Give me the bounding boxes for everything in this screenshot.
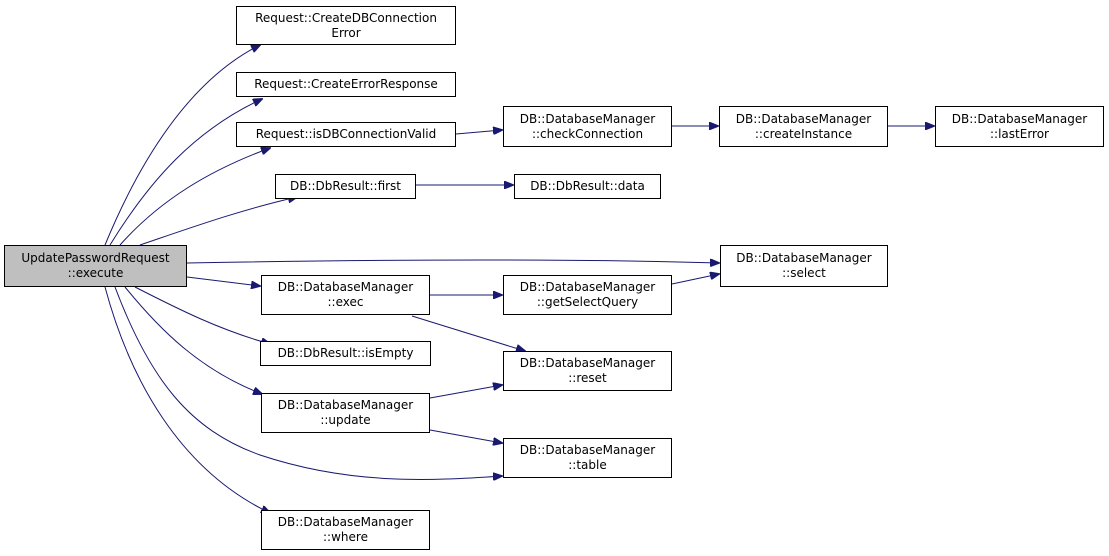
node-label-line1: DB::DbResult::first: [289, 179, 402, 193]
node-databasemanager-reset[interactable]: DB::DatabaseManager ::reset: [503, 351, 672, 391]
edge-execute-to-update: [124, 286, 262, 394]
node-label-line1: Request::CreateDBConnection: [255, 10, 437, 25]
node-label-line1: Request::isDBConnectionValid: [255, 127, 437, 141]
edge-exec-to-reset: [411, 315, 525, 351]
node-databasemanager-where[interactable]: DB::DatabaseManager ::where: [261, 510, 430, 550]
node-label-line1: DB::DbResult::isEmpty: [277, 346, 414, 360]
node-label-line2: ::where: [323, 530, 368, 544]
node-request-createdbconnectionerror[interactable]: Request::CreateDBConnection Error: [236, 6, 456, 45]
node-databasemanager-table[interactable]: DB::DatabaseManager ::table: [503, 438, 672, 478]
node-label-line1: DB::DatabaseManager: [519, 280, 656, 294]
node-dbresult-isempty[interactable]: DB::DbResult::isEmpty: [260, 341, 431, 366]
node-label-line1: Request::CreateErrorResponse: [254, 77, 438, 91]
edge-execute-to-isempty: [134, 286, 270, 344]
node-request-isdbconnectionvalid[interactable]: Request::isDBConnectionValid: [236, 122, 456, 147]
node-updatepasswordrequest-execute[interactable]: UpdatePasswordRequest ::execute: [4, 245, 187, 287]
edge-execute-to-createdbconnectionerror: [104, 45, 260, 246]
node-databasemanager-exec[interactable]: DB::DatabaseManager ::exec: [261, 275, 430, 315]
node-label-line1: DB::DatabaseManager: [277, 398, 414, 412]
edge-execute-to-exec: [186, 276, 260, 286]
node-label-line2: ::table: [568, 458, 607, 472]
node-label-line1: DB::DatabaseManager: [519, 111, 656, 126]
node-dbresult-first[interactable]: DB::DbResult::first: [275, 174, 416, 199]
edge-isdbconnectionvalid-to-checkconnection: [455, 130, 502, 134]
node-label-line1: DB::DatabaseManager: [519, 356, 656, 370]
node-databasemanager-getselectquery[interactable]: DB::DatabaseManager ::getSelectQuery: [503, 275, 672, 315]
node-label-line1: DB::DatabaseManager: [736, 251, 872, 265]
node-label-line1: DB::DatabaseManager: [951, 111, 1088, 126]
node-databasemanager-createinstance[interactable]: DB::DatabaseManager ::createInstance: [719, 106, 888, 147]
node-label-line2: ::execute: [67, 266, 124, 280]
node-label-line2: ::lastError: [990, 126, 1049, 141]
node-label-line2: ::reset: [568, 371, 607, 385]
node-label-line1: DB::DatabaseManager: [277, 515, 414, 529]
edge-execute-to-isdbconnectionvalid: [119, 148, 270, 246]
node-label-line2: ::getSelectQuery: [536, 295, 639, 309]
edge-execute-to-where: [104, 286, 270, 513]
edge-getselectquery-to-select: [671, 274, 719, 285]
node-databasemanager-checkconnection[interactable]: DB::DatabaseManager ::checkConnection: [503, 106, 672, 147]
node-databasemanager-update[interactable]: DB::DatabaseManager ::update: [261, 393, 430, 433]
node-label-line2: Error: [331, 25, 361, 40]
node-label-line2: ::createInstance: [754, 126, 853, 141]
edge-execute-to-select: [186, 260, 719, 263]
edge-execute-to-table: [114, 286, 502, 479]
node-label-line2: ::checkConnection: [531, 126, 644, 141]
node-label-line2: ::update: [320, 413, 371, 427]
node-dbresult-data[interactable]: DB::DbResult::data: [514, 174, 661, 199]
node-databasemanager-select[interactable]: DB::DatabaseManager ::select: [720, 245, 888, 287]
node-label-line1: UpdatePasswordRequest: [21, 251, 170, 265]
node-request-createerrorresponse[interactable]: Request::CreateErrorResponse: [236, 72, 456, 97]
edge-update-to-reset: [429, 385, 502, 399]
node-label-line1: DB::DatabaseManager: [277, 280, 414, 294]
node-label-line2: ::select: [782, 266, 826, 280]
node-label-line1: DB::DatabaseManager: [519, 443, 656, 457]
node-label-line1: DB::DatabaseManager: [735, 111, 872, 126]
edge-execute-to-createerrorresponse: [109, 99, 262, 246]
node-databasemanager-lasterror[interactable]: DB::DatabaseManager ::lastError: [935, 106, 1104, 147]
edge-update-to-table: [429, 429, 502, 443]
node-label-line2: ::exec: [327, 295, 364, 309]
edge-execute-to-dbresult-first: [139, 197, 297, 246]
node-label-line1: DB::DbResult::data: [530, 179, 645, 193]
